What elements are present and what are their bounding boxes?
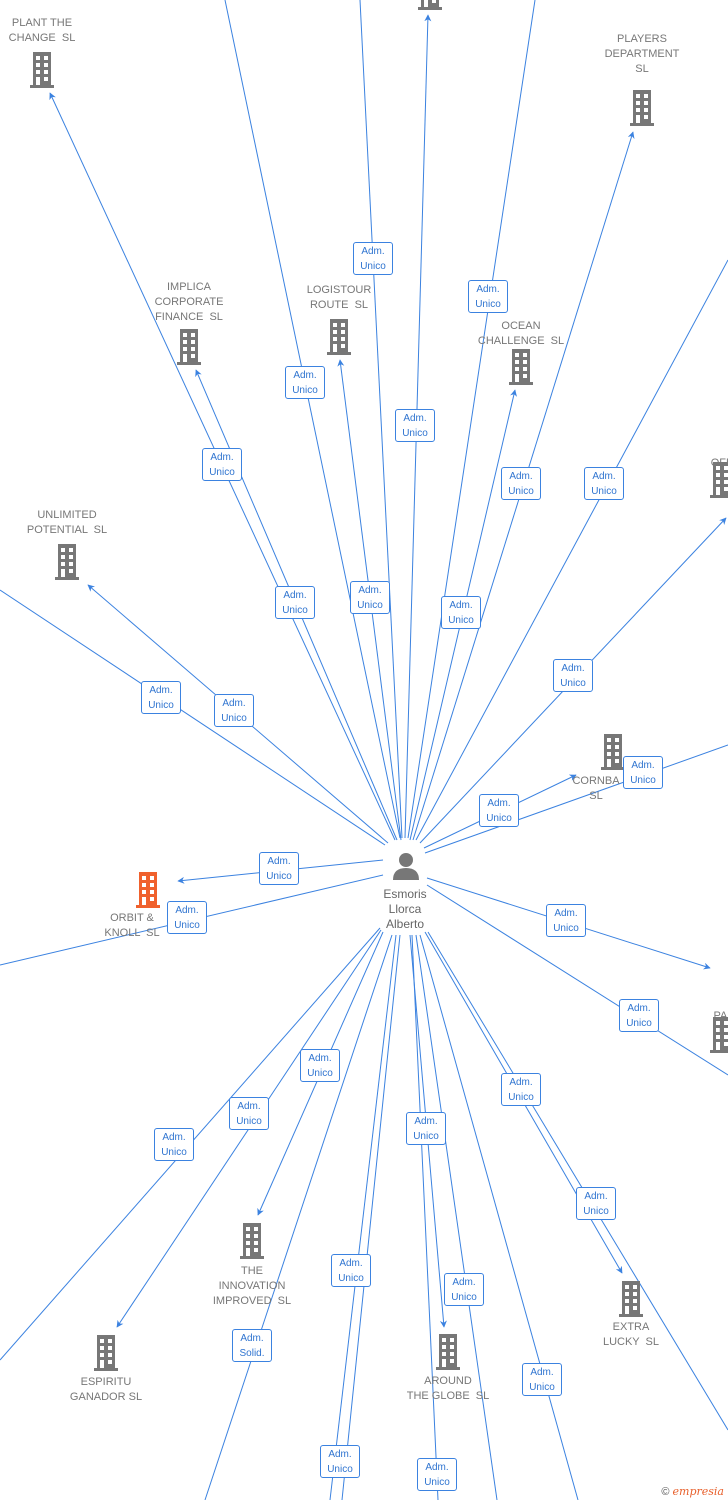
building-icon[interactable] [509, 349, 533, 385]
company-label[interactable]: IMPLICA CORPORATE FINANCE SL [154, 280, 224, 323]
relation-edge [359, 0, 403, 839]
relation-edge [224, 0, 401, 839]
relation-label[interactable]: Adm. Unico [395, 409, 435, 442]
company-label[interactable]: UNLIMITED POTENTIAL SL [26, 509, 108, 536]
building-icon[interactable] [327, 319, 351, 355]
building-icon[interactable] [240, 1223, 264, 1259]
relation-label[interactable]: Adm. Unico [522, 1363, 562, 1396]
relation-label[interactable]: Adm. Unico [501, 1073, 541, 1106]
building-icon[interactable] [30, 52, 54, 88]
company-label[interactable]: CORNBA SL [572, 775, 620, 802]
relation-edge [329, 934, 397, 1500]
building-icon[interactable] [601, 734, 625, 770]
relation-edge [341, 934, 401, 1500]
relation-label[interactable]: Adm. Solid. [232, 1329, 272, 1362]
copyright-symbol: © [661, 1486, 670, 1498]
relation-label[interactable]: Adm. Unico [259, 852, 299, 885]
relation-label[interactable]: Adm. Unico [417, 1458, 457, 1491]
relation-edge [419, 934, 579, 1500]
person-name[interactable]: Esmoris Llorca Alberto [383, 887, 427, 931]
relation-label[interactable]: Adm. Unico [501, 467, 541, 500]
company-label[interactable]: ORBIT & KNOLL SL [104, 912, 160, 939]
company-label[interactable]: PLAYERS DEPARTMENT SL [604, 32, 680, 75]
building-icon[interactable] [94, 1335, 118, 1371]
relation-label[interactable]: Adm. Unico [553, 659, 593, 692]
relation-edge [411, 934, 439, 1500]
relation-edge [204, 934, 393, 1500]
relation-label[interactable]: Adm. Unico [406, 1112, 446, 1145]
building-icon[interactable] [619, 1281, 643, 1317]
relation-label[interactable]: Adm. Unico [167, 901, 207, 934]
company-label[interactable]: AROUND THE GLOBE SL [406, 1375, 490, 1402]
relation-edge [0, 589, 386, 846]
relation-label[interactable]: Adm. Unico [350, 581, 390, 614]
company-label[interactable]: LOGISTOUR ROUTE SL [306, 284, 372, 311]
company-label[interactable]: PLANT THE CHANGE SL [8, 17, 76, 44]
relation-label[interactable]: Adm. Unico [468, 280, 508, 313]
relation-label[interactable]: Adm. Unico [623, 756, 663, 789]
relation-label[interactable]: Adm. Unico [331, 1254, 371, 1287]
company-label[interactable]: EXTRA LUCKY SL [602, 1321, 660, 1348]
relation-edge [426, 884, 728, 1076]
company-label[interactable]: OCEAN CHALLENGE SL [477, 320, 565, 347]
relation-label[interactable]: Adm. Unico [229, 1097, 269, 1130]
relation-label[interactable]: Adm. Unico [353, 242, 393, 275]
relation-label[interactable]: Adm. Unico [479, 794, 519, 827]
person-icon[interactable] [393, 853, 419, 880]
relation-label[interactable]: Adm. Unico [300, 1049, 340, 1082]
footer-brand: © empresia [661, 1485, 724, 1498]
building-icon[interactable] [436, 1334, 460, 1370]
relation-edge [415, 934, 498, 1500]
building-icon[interactable] [630, 90, 654, 126]
relation-label[interactable]: Adm. Unico [154, 1128, 194, 1161]
relation-edge [415, 259, 728, 841]
relation-label[interactable]: Adm. Unico [202, 448, 242, 481]
relation-label[interactable]: Adm. Unico [275, 586, 315, 619]
building-icon[interactable] [418, 0, 442, 10]
relation-label[interactable]: Adm. Unico [444, 1273, 484, 1306]
company-label[interactable]: OFE [710, 456, 728, 469]
company-label[interactable]: THE INNOVATION IMPROVED SL [212, 1264, 292, 1307]
relation-edge [427, 931, 728, 1431]
relation-label[interactable]: Adm. Unico [576, 1187, 616, 1220]
relation-label[interactable]: Adm. Unico [546, 904, 586, 937]
relation-label[interactable]: Adm. Unico [141, 681, 181, 714]
building-icon[interactable] [55, 544, 79, 580]
building-icon[interactable] [136, 872, 160, 908]
relation-label[interactable]: Adm. Unico [320, 1445, 360, 1478]
relation-label[interactable]: Adm. Unico [584, 467, 624, 500]
relation-label[interactable]: Adm. Unico [214, 694, 254, 727]
building-icon[interactable] [177, 329, 201, 365]
company-label[interactable]: ESPIRITU GANADOR SL [69, 1376, 143, 1403]
relation-edge [407, 0, 536, 839]
brand-logo: empresia [672, 1485, 724, 1498]
company-label[interactable]: PAI L [713, 1010, 728, 1037]
relation-label[interactable]: Adm. Unico [441, 596, 481, 629]
relation-label[interactable]: Adm. Unico [619, 999, 659, 1032]
relation-edge [424, 744, 728, 854]
relation-label[interactable]: Adm. Unico [285, 366, 325, 399]
